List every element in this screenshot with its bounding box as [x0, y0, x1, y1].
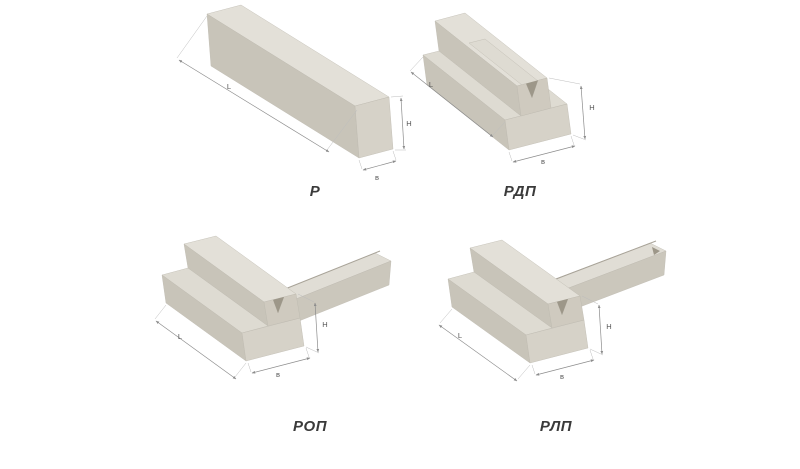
beam-drawing-r: L H в: [176, 4, 412, 182]
top-groove-line: [555, 240, 657, 280]
beam-r-body: [206, 4, 394, 159]
dim-label-length: L: [458, 331, 462, 340]
dim-label-height: H: [589, 103, 594, 112]
caption-beam-rop: РОП: [293, 418, 327, 435]
end-notch-face: [652, 247, 660, 255]
caption-beam-r: Р: [309, 183, 321, 200]
beam-rlp-dimensions: L H в: [438, 295, 612, 382]
dim-label-length: L: [227, 82, 231, 91]
dim-label-length: L: [429, 80, 433, 89]
dim-label-height: H: [606, 322, 611, 331]
dim-label-width: в: [375, 173, 379, 182]
caption-beam-rdp: РДП: [503, 183, 537, 200]
dim-label-width: в: [276, 370, 280, 379]
beam-end-face: [354, 96, 394, 159]
top-groove-line: [279, 250, 381, 292]
beam-drawing-rdp: L H в: [409, 12, 595, 166]
dim-label-width: в: [541, 157, 545, 166]
figure-beam-rdp: L H в РДП: [395, 0, 645, 215]
figure-beam-r: L H в Р: [145, 0, 415, 215]
figure-beam-rop: L H в РОП: [130, 235, 410, 450]
dim-label-height: H: [406, 119, 411, 128]
main-beam-body: [161, 235, 305, 362]
ridge-end-face: [547, 295, 585, 329]
beam-drawing-rop: L H в: [154, 235, 392, 380]
beam-rop-dimensions: L H в: [154, 293, 328, 380]
main-beam-body: [447, 239, 589, 364]
beam-rdp-dimensions: L H в: [409, 56, 595, 166]
beam-rdp-body: [422, 12, 572, 151]
dim-label-width: в: [560, 372, 564, 381]
end-notch-face: [273, 296, 284, 313]
beam-r-dimensions: L H в: [176, 15, 412, 182]
dim-label-length: L: [178, 332, 182, 341]
end-notch-face: [526, 80, 538, 98]
beam-drawing-rlp: L H в: [438, 239, 667, 382]
caption-beam-rlp: РЛП: [539, 418, 573, 435]
dim-label-height: H: [322, 320, 327, 329]
figure-beam-rlp: L H в РЛП: [420, 235, 700, 450]
end-notch-face: [557, 298, 568, 315]
ridge-end-face: [263, 293, 301, 327]
